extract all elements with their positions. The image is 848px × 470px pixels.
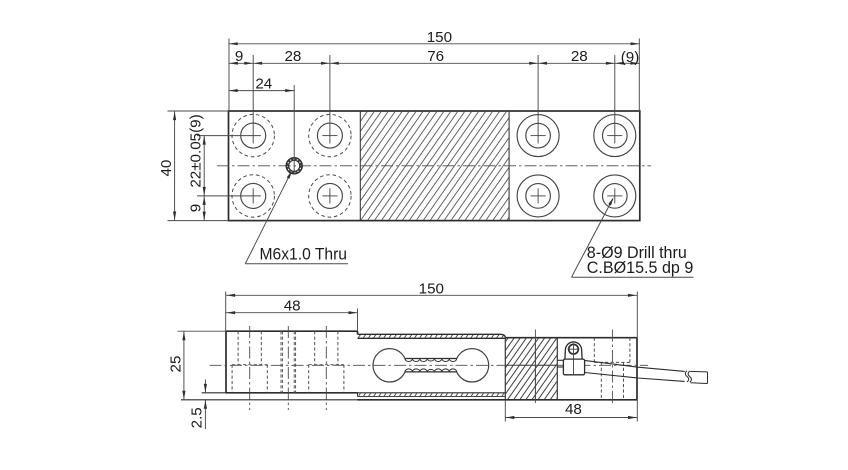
svg-text:25: 25: [167, 356, 184, 373]
svg-text:76: 76: [427, 48, 444, 65]
svg-text:48: 48: [284, 298, 301, 315]
svg-text:48: 48: [565, 401, 582, 418]
svg-text:9: 9: [187, 204, 204, 212]
svg-text:22±0.05(9): 22±0.05(9): [187, 114, 204, 187]
svg-text:28: 28: [284, 48, 301, 65]
svg-text:150: 150: [427, 29, 452, 46]
svg-text:24: 24: [255, 75, 272, 92]
svg-text:8-Ø9 Drill thru: 8-Ø9 Drill thru: [587, 244, 687, 262]
svg-text:28: 28: [571, 48, 588, 65]
svg-text:M6x1.0 Thru: M6x1.0 Thru: [260, 245, 348, 263]
svg-text:2.5: 2.5: [189, 407, 206, 428]
svg-text:C.BØ15.5 dp 9: C.BØ15.5 dp 9: [587, 259, 694, 277]
svg-text:150: 150: [419, 280, 444, 297]
svg-text:40: 40: [158, 160, 175, 177]
svg-text:9: 9: [235, 48, 243, 65]
svg-text:(9): (9): [621, 49, 640, 66]
